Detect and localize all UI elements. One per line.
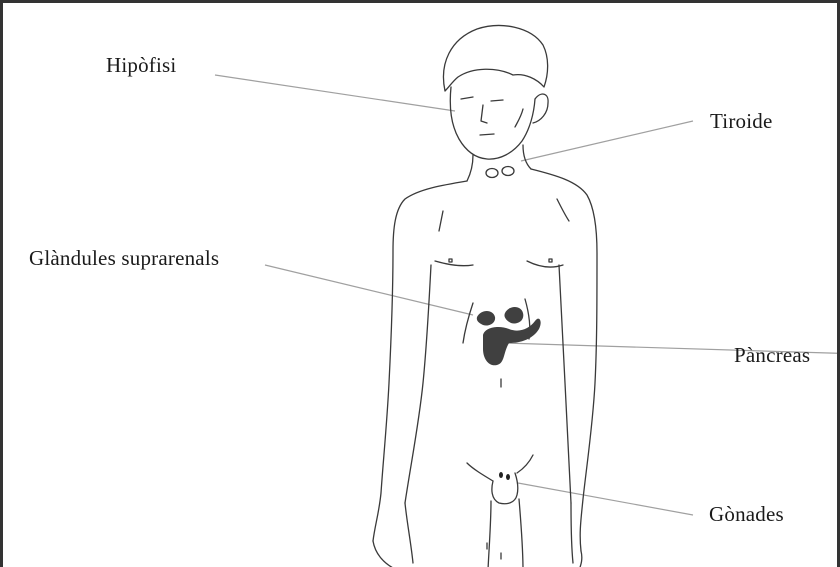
eye-left <box>461 97 473 99</box>
cheek-line <box>515 109 523 127</box>
leg-right <box>519 499 523 567</box>
pec-right <box>527 261 563 267</box>
adrenal-left <box>477 311 495 326</box>
pec-left <box>435 261 473 266</box>
left-inner-arm <box>405 265 431 503</box>
leader-line-suprarenals <box>265 265 473 315</box>
leg-left <box>488 501 491 567</box>
body-figure <box>3 3 840 567</box>
right-inner-arm <box>559 265 571 503</box>
chest-mark-left <box>439 211 443 231</box>
adrenal-right <box>504 307 523 324</box>
mouth <box>480 134 494 135</box>
nipple-left <box>449 259 452 262</box>
label-tiroide: Tiroide <box>710 109 772 134</box>
face-outline <box>450 87 535 159</box>
leader-line-tiroide <box>521 121 693 161</box>
ear-outline <box>533 94 548 123</box>
neck-left <box>467 155 473 181</box>
waist-left <box>463 303 473 343</box>
label-pancreas: Pàncreas <box>734 343 810 368</box>
thyroid-left-lobe <box>486 169 498 178</box>
hair-outline <box>443 26 547 91</box>
label-gonades: Gònades <box>709 502 784 527</box>
neck-right <box>523 145 531 169</box>
left-hand <box>373 503 413 567</box>
leader-line-gonades <box>518 483 693 515</box>
nose <box>481 105 487 123</box>
label-suprarenals: Glàndules suprarenals <box>29 246 219 271</box>
nipple-right <box>549 259 552 262</box>
eye-right <box>491 100 503 101</box>
chest-mark-right <box>557 199 569 221</box>
left-shoulder-arm <box>373 181 467 541</box>
hip-right <box>517 455 533 473</box>
genitals <box>492 473 518 504</box>
pancreas-organ <box>483 319 541 366</box>
thyroid-right-lobe <box>502 167 514 176</box>
label-hipofisi: Hipòfisi <box>106 53 176 78</box>
leader-line-hipofisi <box>215 75 455 111</box>
gonad-dot-2 <box>506 474 510 480</box>
gonad-dot-1 <box>499 472 503 478</box>
hip-left <box>467 463 493 481</box>
